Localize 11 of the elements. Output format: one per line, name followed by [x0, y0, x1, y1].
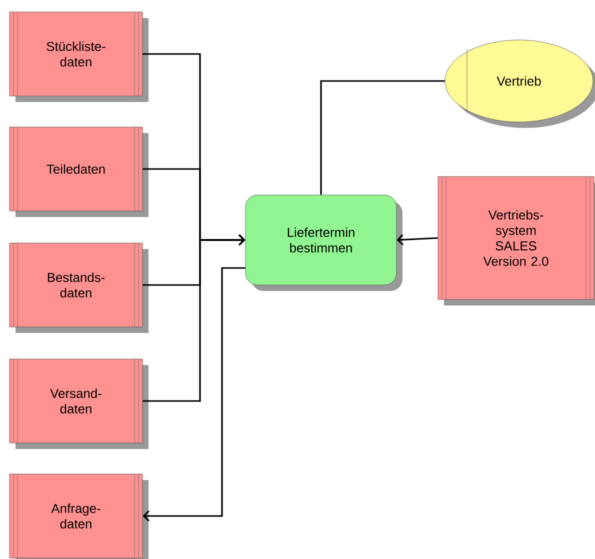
data-box: Vertriebs- system SALES Version 2.0 [438, 176, 595, 306]
arrow [396, 234, 438, 246]
data-box: Stückliste- daten [9, 12, 148, 102]
function-box: Liefertermin bestimmen [245, 194, 402, 291]
data-box: Bestands- daten [9, 242, 148, 333]
arrow [142, 267, 246, 522]
data-box: Versand- daten [9, 358, 148, 449]
data-box: Anfrage- daten [9, 474, 148, 559]
data-box: Teiledaten [9, 126, 148, 217]
connector-line [320, 80, 445, 195]
arrow [142, 234, 246, 402]
